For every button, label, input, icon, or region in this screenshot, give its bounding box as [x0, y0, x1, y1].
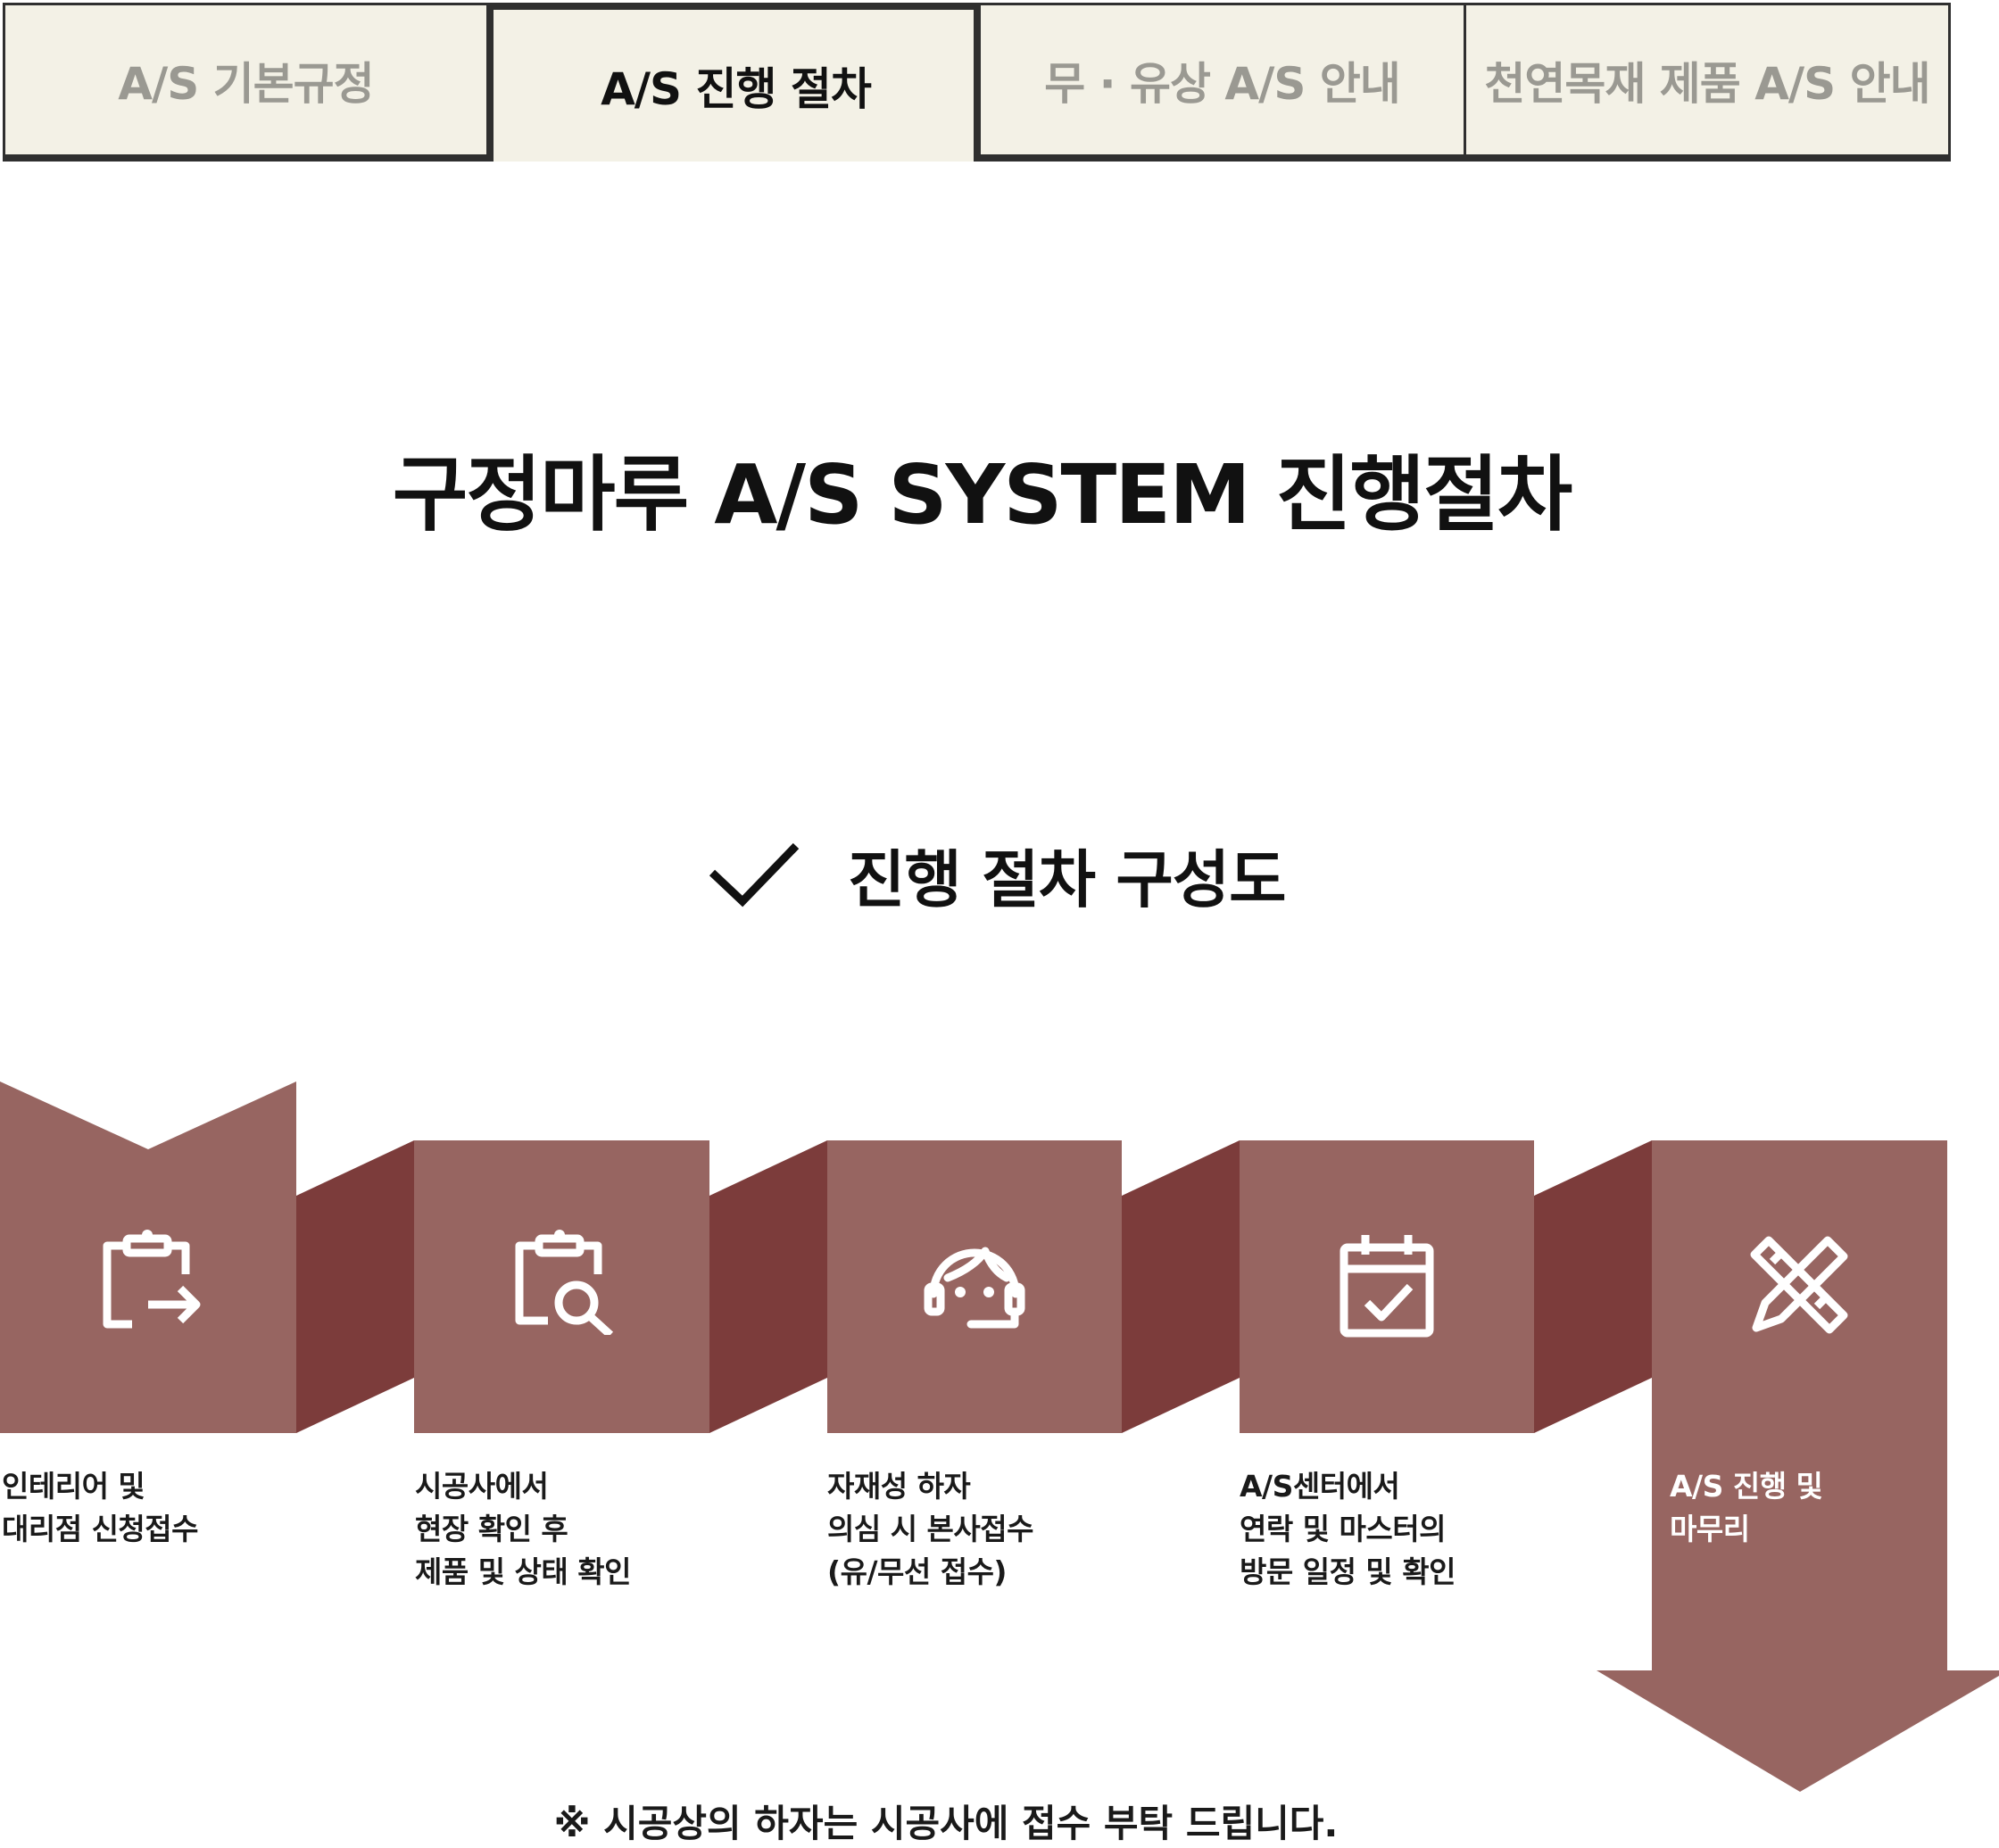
- flow-connector: [709, 1140, 827, 1433]
- tab-basic-rules[interactable]: A/S 기본규정: [3, 3, 494, 162]
- calendar-check-icon: [1340, 1235, 1434, 1338]
- step-block-4: [1240, 1140, 1534, 1433]
- step-5-label: A/S 진행 및 마무리: [1670, 1469, 1823, 1546]
- procedure-flow: 인테리어 및 대리점 신청접수 시공사에서 현장 확인 후 제품 및 상태 확인…: [0, 1071, 1999, 1802]
- tab-natural-wood-guide[interactable]: 천연목재 제품 A/S 안내: [1464, 3, 1951, 162]
- section-heading-text: 진행 절차 구성도: [848, 842, 1287, 916]
- tab-free-paid-guide[interactable]: 무 · 유상 A/S 안내: [974, 3, 1466, 162]
- notice-text: ※ 시공상의 하자는 시공사에 접수 부탁 드립니다.: [553, 1802, 1339, 1845]
- step-3-label: 자재성 하자 의심 시 본사접수 (유/무선 접수): [827, 1469, 1034, 1589]
- pencil-ruler-icon: [1750, 1236, 1848, 1334]
- step-2-label: 시공사에서 현장 확인 후 제품 및 상태 확인: [415, 1469, 632, 1589]
- tab-bar: A/S 기본규정 A/S 진행 절차 무 · 유상 A/S 안내 천연목재 제품…: [3, 3, 1951, 162]
- clipboard-arrow-icon: [103, 1230, 201, 1329]
- checkmark-icon: [709, 842, 800, 907]
- clipboard-search-icon: [515, 1230, 614, 1335]
- flow-connector: [296, 1140, 414, 1433]
- page-title: 구정마루 A/S SYSTEM 진행절차: [392, 447, 1573, 543]
- section-heading: 진행 절차 구성도: [705, 830, 1287, 919]
- flow-shapes: [0, 1081, 1999, 1792]
- tab-procedure[interactable]: A/S 진행 절차: [494, 3, 978, 162]
- step-block-5-arrow: [1597, 1140, 1999, 1792]
- flow-connector: [1122, 1140, 1240, 1433]
- step-4-label: A/S센터에서 연락 및 마스터의 방문 일정 및 확인: [1240, 1469, 1456, 1589]
- step-block-1: [0, 1081, 296, 1433]
- flow-connector: [1534, 1140, 1652, 1433]
- headset-agent-icon: [924, 1247, 1025, 1329]
- step-block-3: [827, 1140, 1122, 1433]
- step-1-label: 인테리어 및 대리점 신청접수: [2, 1469, 199, 1546]
